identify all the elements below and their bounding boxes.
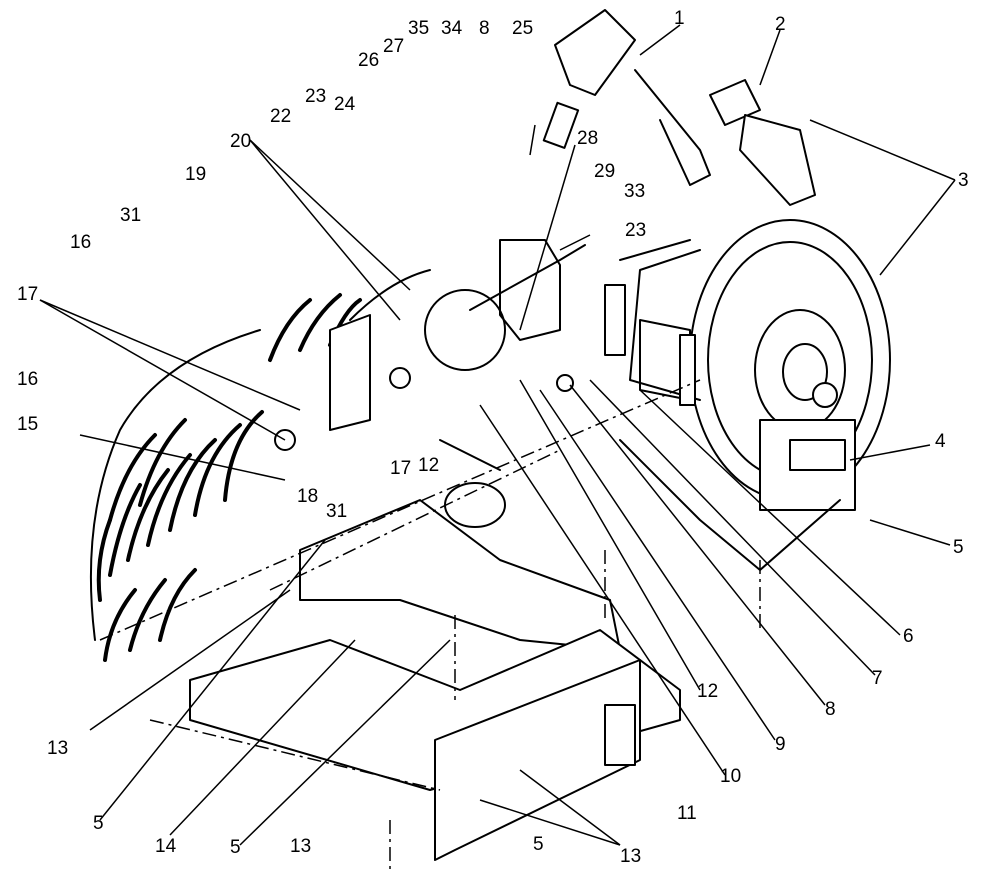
callout-4: 4 [935, 431, 946, 452]
callout-25: 25 [512, 18, 533, 39]
callout-24: 24 [334, 94, 356, 115]
callout-5: 5 [93, 813, 104, 834]
callout-35: 35 [408, 18, 429, 39]
callout-16: 16 [70, 232, 91, 253]
mounting-frame [189, 499, 681, 861]
callout-13: 13 [290, 836, 311, 857]
callout-14: 14 [155, 836, 177, 857]
callout-5: 5 [230, 837, 241, 858]
callout-3: 3 [958, 170, 969, 191]
callout-13: 13 [47, 738, 68, 759]
callout-11: 11 [677, 803, 697, 824]
callout-23: 23 [305, 86, 326, 107]
callout-6: 6 [903, 626, 914, 647]
callout-labels: 1 2 3 4 5 6 7 8 9 10 11 12 12 13 13 13 1… [17, 8, 969, 867]
callout-2: 2 [775, 14, 786, 35]
callout-15: 15 [17, 414, 38, 435]
callout-10: 10 [720, 766, 741, 787]
callout-28: 28 [577, 128, 598, 149]
hose-reel [604, 219, 891, 571]
callout-31: 31 [326, 501, 347, 522]
callout-23: 23 [625, 220, 646, 241]
callout-13: 13 [620, 846, 641, 867]
callout-5: 5 [533, 834, 544, 855]
callout-22: 22 [270, 106, 291, 127]
callout-18: 18 [297, 486, 318, 507]
callout-34: 34 [441, 18, 463, 39]
callout-26: 26 [358, 50, 379, 71]
callout-29: 29 [594, 161, 615, 182]
callout-9: 9 [775, 734, 786, 755]
callout-8: 8 [825, 699, 836, 720]
callout-12: 12 [418, 455, 439, 476]
callout-17: 17 [390, 458, 411, 479]
callout-33: 33 [624, 181, 645, 202]
callout-17: 17 [17, 284, 38, 305]
tire-illustration [89, 293, 362, 662]
callout-1: 1 [674, 8, 685, 29]
callout-8: 8 [479, 18, 490, 39]
leader-lines [39, 24, 956, 846]
callout-27: 27 [383, 36, 404, 57]
callout-16: 16 [17, 369, 38, 390]
valve-bracket-assembly [274, 239, 586, 528]
callout-19: 19 [185, 164, 206, 185]
callout-12: 12 [697, 681, 718, 702]
callout-7: 7 [872, 668, 883, 689]
callout-20: 20 [230, 131, 251, 152]
callout-5: 5 [953, 537, 964, 558]
callout-31: 31 [120, 205, 141, 226]
crank-handle [542, 9, 816, 206]
